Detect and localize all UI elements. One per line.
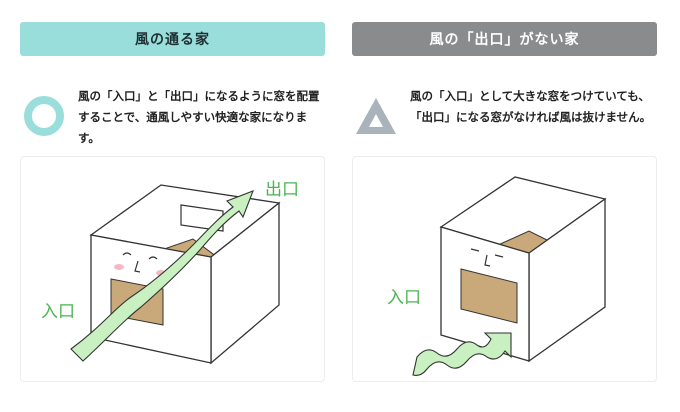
good-house-illustration: 出口 入口 <box>41 180 299 365</box>
wind-flow-arrow <box>412 332 512 376</box>
good-house-intro: 風の「入口」と「出口」になるように窓を配置することで、通風しやすい快適な家になり… <box>20 86 325 156</box>
good-house-column: 風の通る家 風の「入口」と「出口」になるように窓を配置することで、通風しやすい快… <box>20 0 325 156</box>
wind-flow-arrow <box>70 190 254 362</box>
bad-house-title: 風の「出口」がない家 <box>429 32 580 48</box>
good-house-description: 風の「入口」と「出口」になるように窓を配置することで、通風しやすい快適な家になり… <box>78 89 320 145</box>
exit-label: 出口 <box>265 180 299 200</box>
bad-house-header: 風の「出口」がない家 <box>352 22 657 56</box>
front-window <box>460 268 518 324</box>
good-house-title: 風の通る家 <box>135 32 210 48</box>
entrance-label: 入口 <box>387 288 421 308</box>
entrance-label: 入口 <box>41 302 75 322</box>
good-house-illustration-card: 出口 入口 <box>20 156 325 382</box>
circle-mark-icon <box>24 96 64 136</box>
bad-house-illustration: 入口 <box>387 176 607 376</box>
bad-house-intro: 風の「入口」として大きな窓をつけていても、「出口」になる窓がなければ風は抜けませ… <box>352 86 657 156</box>
bad-house-description: 風の「入口」として大きな窓をつけていても、「出口」になる窓がなければ風は抜けませ… <box>410 89 652 124</box>
bad-house-column: 風の「出口」がない家 風の「入口」として大きな窓をつけていても、「出口」になる窓… <box>352 0 657 156</box>
good-house-header: 風の通る家 <box>20 22 325 56</box>
bad-house-illustration-card: 入口 <box>352 156 657 382</box>
triangle-mark-icon <box>356 98 396 134</box>
